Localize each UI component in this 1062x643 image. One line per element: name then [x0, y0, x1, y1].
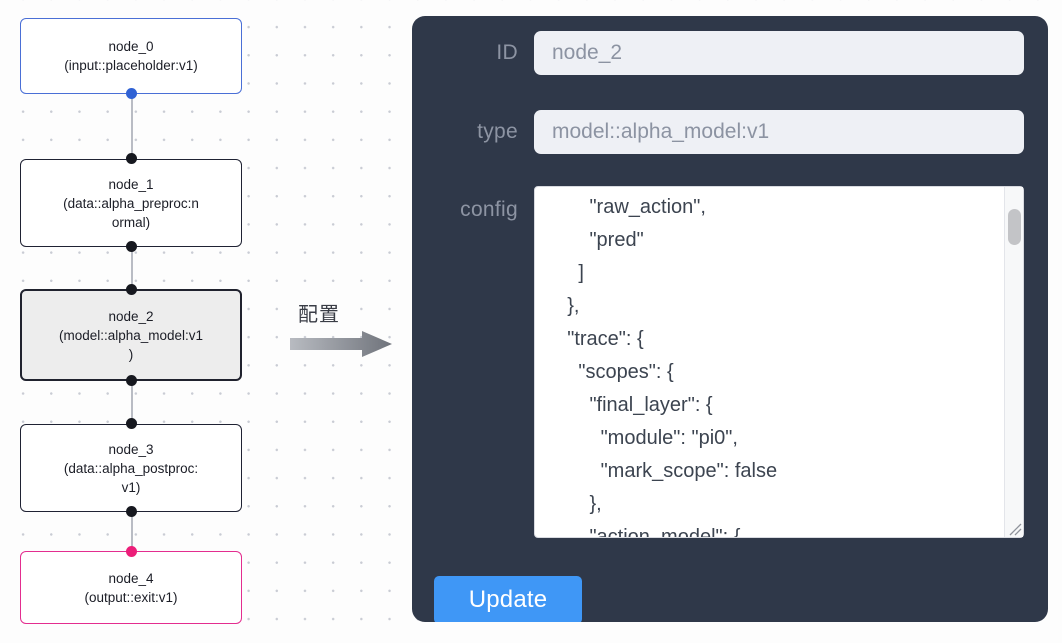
field-row-id: ID: [412, 31, 1024, 75]
graph-node-node_3[interactable]: node_3 (data::alpha_postproc: v1): [20, 424, 242, 512]
type-field-label: type: [477, 120, 518, 143]
node-title: node_1: [108, 176, 154, 192]
graph-node-node_4[interactable]: node_4 (output::exit:v1): [20, 551, 242, 624]
node-subtitle-line1: (model::alpha_model:v1: [58, 327, 204, 343]
transition-annotation: 配置: [290, 298, 396, 360]
config-scrollbar[interactable]: [1004, 187, 1023, 537]
graph-node-node_0[interactable]: node_0 (input::placeholder:v1): [20, 18, 242, 94]
config-textarea[interactable]: "raw_action", "pred" ] }, "trace": { "sc…: [534, 186, 1024, 538]
config-field-label: config: [460, 198, 518, 221]
node-subtitle-line1: (data::alpha_preproc:n: [63, 195, 199, 211]
edge-node1-node2[interactable]: [130, 244, 133, 292]
node-subtitle-line2: ): [128, 346, 134, 362]
node-title: node_0: [108, 39, 154, 54]
node-handle-node_1-source[interactable]: [126, 241, 137, 252]
right-arrow-icon: [290, 331, 392, 357]
field-row-config: config "raw_action", "pred" ] }, "trace"…: [412, 186, 1024, 538]
config-textarea-wrapper: "raw_action", "pred" ] }, "trace": { "sc…: [534, 186, 1024, 538]
graph-canvas[interactable]: node_0 (input::placeholder:v1) node_1 (d…: [0, 0, 280, 643]
node-handle-node_2-source[interactable]: [126, 375, 137, 386]
transition-label: 配置: [298, 302, 340, 326]
edge-node2-node3[interactable]: [130, 378, 133, 427]
node-subtitle-line2: v1): [121, 479, 141, 495]
node-handle-node_2-target[interactable]: [126, 284, 137, 295]
config-scrollbar-thumb[interactable]: [1008, 209, 1021, 245]
update-button[interactable]: Update: [434, 576, 582, 622]
node-title: node_2: [108, 308, 154, 324]
edge-node3-node4[interactable]: [130, 509, 133, 554]
node-config-panel: ID type config "raw_action", "pred" ] },…: [412, 16, 1048, 622]
node-handle-node_4-target[interactable]: [126, 546, 137, 557]
field-row-type: type: [412, 110, 1024, 154]
node-subtitle-line2: ormal): [111, 214, 151, 230]
graph-node-node_2[interactable]: node_2 (model::alpha_model:v1 ): [20, 289, 242, 381]
node-handle-node_1-target[interactable]: [126, 153, 137, 164]
resize-grip-icon[interactable]: [1006, 520, 1022, 536]
edge-node0-node1[interactable]: [130, 92, 133, 162]
id-input[interactable]: [534, 31, 1024, 75]
node-handle-node_3-source[interactable]: [126, 506, 137, 517]
node-title: node_4: [108, 570, 154, 586]
node-subtitle: (output::exit:v1): [84, 589, 178, 605]
type-input[interactable]: [534, 110, 1024, 154]
graph-node-node_1[interactable]: node_1 (data::alpha_preproc:n ormal): [20, 159, 242, 247]
node-title: node_3: [108, 441, 154, 457]
id-field-label: ID: [496, 41, 518, 64]
node-subtitle-line1: (data::alpha_postproc:: [63, 460, 199, 476]
node-handle-node_0-source[interactable]: [126, 88, 137, 99]
node-subtitle: (input::placeholder:v1): [64, 58, 198, 73]
node-handle-node_3-target[interactable]: [126, 418, 137, 429]
